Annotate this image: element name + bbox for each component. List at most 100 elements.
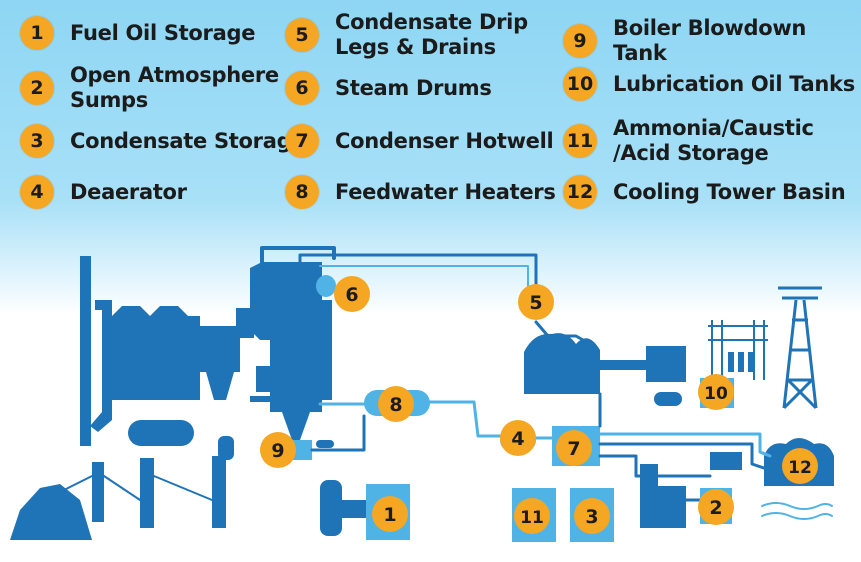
coal-pile xyxy=(10,484,92,540)
transmission-tower xyxy=(778,286,822,410)
reheat-line xyxy=(319,265,529,287)
feedwater-line xyxy=(428,400,502,438)
main-steam-line xyxy=(298,253,538,288)
steam-line-top xyxy=(260,246,336,264)
legend-item-4: 4 Deaerator xyxy=(20,175,187,209)
blowdown-line xyxy=(310,414,366,452)
marker-3: 3 xyxy=(574,498,610,534)
legend-item-7: 7 Condenser Hotwell xyxy=(285,124,554,158)
blowdown-tank xyxy=(290,440,312,460)
legend-label-steam-drums: Steam Drums xyxy=(335,75,492,100)
legend-item-10: 10 Lubrication Oil Tanks xyxy=(563,67,855,101)
generator xyxy=(646,346,686,382)
boiler-side-duct xyxy=(322,300,332,400)
svg-text:11: 11 xyxy=(520,508,544,528)
transformer-3 xyxy=(748,352,754,372)
marker-11: 11 xyxy=(514,498,550,534)
marker-8: 8 xyxy=(378,386,414,422)
conveyor-belts xyxy=(103,475,213,501)
diagram-markers: 1 2 3 4 5 6 7 xyxy=(260,276,818,534)
sump-pump-housing xyxy=(640,486,686,528)
legend-item-9: 9 Boiler Blowdown Tank xyxy=(563,16,861,66)
marker-4: 4 xyxy=(500,420,536,456)
svg-text:6: 6 xyxy=(345,284,358,306)
marker-2: 2 xyxy=(698,489,734,525)
legend-badge-4: 4 xyxy=(20,175,54,209)
legend-item-6: 6 Steam Drums xyxy=(285,71,492,105)
cooling-water-return xyxy=(598,442,766,470)
svg-text:2: 2 xyxy=(709,497,722,519)
switchyard xyxy=(708,320,768,380)
legend-badge-1: 1 xyxy=(20,16,54,50)
marker-5: 5 xyxy=(518,284,554,320)
legend-badge-5: 5 xyxy=(285,18,319,52)
svg-text:10: 10 xyxy=(704,384,728,404)
legend-badge-10: 10 xyxy=(563,67,597,101)
steam-drum xyxy=(316,275,336,297)
legend-badge-3: 3 xyxy=(20,124,54,158)
legend-label-condenser-hotwell: Condenser Hotwell xyxy=(335,128,554,153)
smokestack xyxy=(80,256,91,446)
boiler-body xyxy=(270,262,322,412)
marker-9: 9 xyxy=(260,432,296,468)
turbine-shaft xyxy=(600,360,646,370)
legend-badge-8: 8 xyxy=(285,175,319,209)
transformer-2 xyxy=(738,352,744,372)
marker-7: 7 xyxy=(556,430,592,466)
legend-label-cooling-tower-basin: Cooling Tower Basin xyxy=(613,179,846,204)
transformer-1 xyxy=(728,352,734,372)
legend-badge-2: 2 xyxy=(20,71,54,105)
conveyor-feed xyxy=(59,475,93,493)
legend-item-2: 2 Open Atmosphere Sumps xyxy=(20,63,279,113)
legend-label-condensate-drip-legs: Condensate Drip Legs & Drains xyxy=(335,10,528,59)
legend-label-deaerator: Deaerator xyxy=(70,179,187,204)
legend-item-11: 11 Ammonia/Caustic /Acid Storage xyxy=(563,116,814,166)
circ-water-pump xyxy=(710,452,742,470)
svg-text:7: 7 xyxy=(567,438,580,460)
legend-item-8: 8 Feedwater Heaters xyxy=(285,175,556,209)
crusher xyxy=(218,436,234,460)
fan-housing xyxy=(236,308,254,338)
economizer xyxy=(256,366,274,392)
water-wave-2 xyxy=(761,512,833,520)
conveyor-tower-3 xyxy=(212,456,226,528)
piping xyxy=(59,246,833,520)
legend-label-feedwater-heaters: Feedwater Heaters xyxy=(335,179,556,204)
boiler-hopper xyxy=(282,412,310,440)
legend-item-12: 12 Cooling Tower Basin xyxy=(563,175,846,209)
marker-1: 1 xyxy=(372,496,408,532)
legend-item-1: 1 Fuel Oil Storage xyxy=(20,16,255,50)
legend-badge-11: 11 xyxy=(563,124,597,158)
turbine-casing xyxy=(524,333,600,394)
legend-label-open-atmosphere-sumps: Open Atmosphere Sumps xyxy=(70,63,279,112)
legend-badge-9: 9 xyxy=(563,24,597,58)
oval-tank xyxy=(128,420,194,446)
legend-badge-12: 12 xyxy=(563,175,597,209)
svg-text:5: 5 xyxy=(529,292,542,314)
legend-label-fuel-oil-storage: Fuel Oil Storage xyxy=(70,20,256,45)
legend-item-5: 5 Condensate Drip Legs & Drains xyxy=(285,10,528,60)
circ-water-line xyxy=(598,454,712,478)
stack-duct xyxy=(90,300,112,432)
legend-label-ammonia-caustic-acid: Ammonia/Caustic /Acid Storage xyxy=(613,116,814,165)
legend-badge-7: 7 xyxy=(285,124,319,158)
svg-text:1: 1 xyxy=(383,504,396,526)
conveyor-tower-2 xyxy=(140,458,154,528)
hopper xyxy=(206,372,234,400)
marker-10: 10 xyxy=(698,374,734,410)
marker-12: 12 xyxy=(782,448,818,484)
conveyor-tower-1 xyxy=(92,462,104,522)
boiler-pipe xyxy=(250,396,280,402)
svg-text:4: 4 xyxy=(511,428,524,450)
svg-text:12: 12 xyxy=(788,458,812,478)
svg-text:3: 3 xyxy=(585,506,598,528)
water-wave-1 xyxy=(761,502,833,510)
fuel-pump-housing xyxy=(320,480,342,536)
drip-line xyxy=(534,320,592,346)
fuel-pump xyxy=(342,500,366,518)
blowdown-drain xyxy=(316,440,334,448)
boiler-front xyxy=(250,262,270,340)
legend-badge-6: 6 xyxy=(285,71,319,105)
